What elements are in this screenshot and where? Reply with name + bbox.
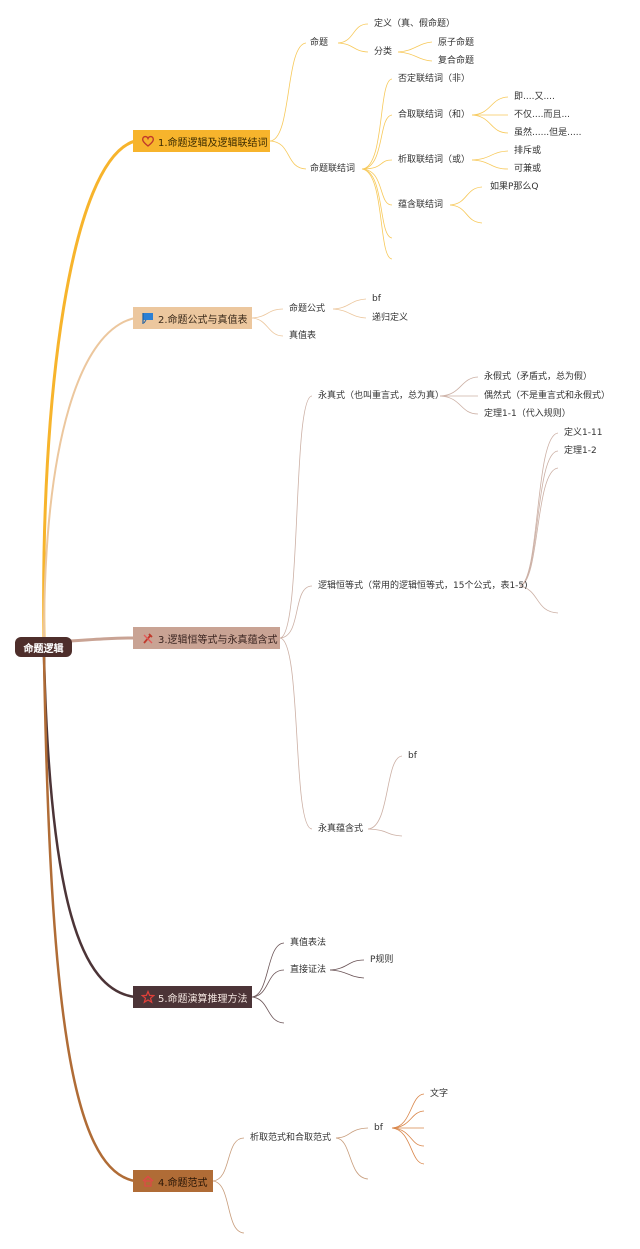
node-hequ-1[interactable]: 即....又.... — [514, 92, 555, 102]
node-bf-2[interactable]: bf — [372, 294, 381, 304]
connector-root-b2 — [43, 317, 136, 641]
node-hequ-2[interactable]: 不仅....而且... — [514, 110, 571, 120]
branch-4-node[interactable]: 4.命题范式 — [133, 1170, 213, 1192]
node-fenlei[interactable]: 分类 — [374, 47, 393, 57]
node-zhijie[interactable]: 直接证法 — [290, 965, 327, 975]
node-wenzi[interactable]: 文字 — [430, 1089, 449, 1099]
house-icon — [141, 1174, 155, 1188]
branch-1-node[interactable]: 1.命题逻辑及逻辑联结词 — [133, 130, 270, 152]
node-dingyi111[interactable]: 定义1-11 — [564, 428, 603, 438]
branch-4-label: 4.命题范式 — [158, 1177, 208, 1189]
node-lianjieci[interactable]: 命题联结词 — [310, 164, 356, 174]
node-fanshi[interactable]: 析取范式和合取范式 — [250, 1133, 332, 1143]
branch-2-label: 2.命题公式与真值表 — [158, 314, 248, 326]
node-zhenzhibiaofa[interactable]: 真值表法 — [290, 938, 327, 948]
branch-1-label: 1.命题逻辑及逻辑联结词 — [158, 137, 268, 149]
connector-root-b1 — [42, 139, 136, 641]
heart-icon — [141, 134, 155, 148]
node-yuanzi[interactable]: 原子命题 — [438, 38, 475, 48]
node-xiqu-2[interactable]: 可兼或 — [514, 164, 542, 174]
node-fuhe[interactable]: 复合命题 — [438, 56, 475, 66]
node-yunhan-1[interactable]: 如果P那么Q — [490, 182, 539, 192]
node-bf-3[interactable]: bf — [408, 751, 417, 761]
connector-root-b5 — [42, 655, 136, 999]
node-dingyi[interactable]: 定义（真、假命题） — [374, 19, 456, 29]
branch-5-node[interactable]: 5.命题演算推理方法 — [133, 986, 252, 1008]
connector-root-b4 — [42, 655, 136, 1183]
branch-3-label: 3.逻辑恒等式与永真蕴含式 — [158, 634, 278, 646]
root-node[interactable]: 命题逻辑 — [15, 637, 72, 657]
node-hengdeng[interactable]: 逻辑恒等式（常用的逻辑恒等式，15个公式，表1-5) — [318, 581, 528, 591]
node-gongshi[interactable]: 命题公式 — [289, 304, 326, 314]
node-bf-4[interactable]: bf — [374, 1123, 383, 1133]
node-zhenzhibiao[interactable]: 真值表 — [289, 331, 317, 341]
branch-2-node[interactable]: 2.命题公式与真值表 — [133, 307, 252, 329]
node-dingli12[interactable]: 定理1-2 — [564, 446, 597, 456]
node-yunhanshi[interactable]: 永真蕴含式 — [318, 824, 364, 834]
branch-5-label: 5.命题演算推理方法 — [158, 993, 248, 1005]
flag-icon — [141, 311, 155, 325]
node-xiqu[interactable]: 析取联结词（或） — [398, 155, 471, 165]
node-yongzhen[interactable]: 永真式（也叫重言式，总为真） — [318, 391, 445, 401]
node-dingli11[interactable]: 定理1-1（代入规则） — [484, 409, 571, 419]
node-yongjia[interactable]: 永假式（矛盾式，总为假） — [484, 372, 593, 382]
connector-root-b3 — [69, 636, 136, 643]
branch-3-node[interactable]: 3.逻辑恒等式与永真蕴含式 — [133, 627, 280, 649]
node-yunhan[interactable]: 蕴含联结词 — [398, 200, 444, 210]
node-ouran[interactable]: 偶然式（不是重言式和永假式） — [484, 391, 611, 401]
tools-icon — [141, 631, 155, 645]
node-pguize[interactable]: P规则 — [370, 955, 394, 965]
node-hequ[interactable]: 合取联结词（和） — [398, 110, 471, 120]
star-icon — [140, 989, 156, 1004]
node-hequ-3[interactable]: 虽然......但是..... — [514, 128, 582, 138]
node-xiqu-1[interactable]: 排斥或 — [514, 146, 542, 156]
node-mingti[interactable]: 命题 — [310, 38, 329, 48]
node-digui[interactable]: 递归定义 — [372, 313, 409, 323]
node-fouding[interactable]: 否定联结词（非） — [398, 74, 471, 84]
